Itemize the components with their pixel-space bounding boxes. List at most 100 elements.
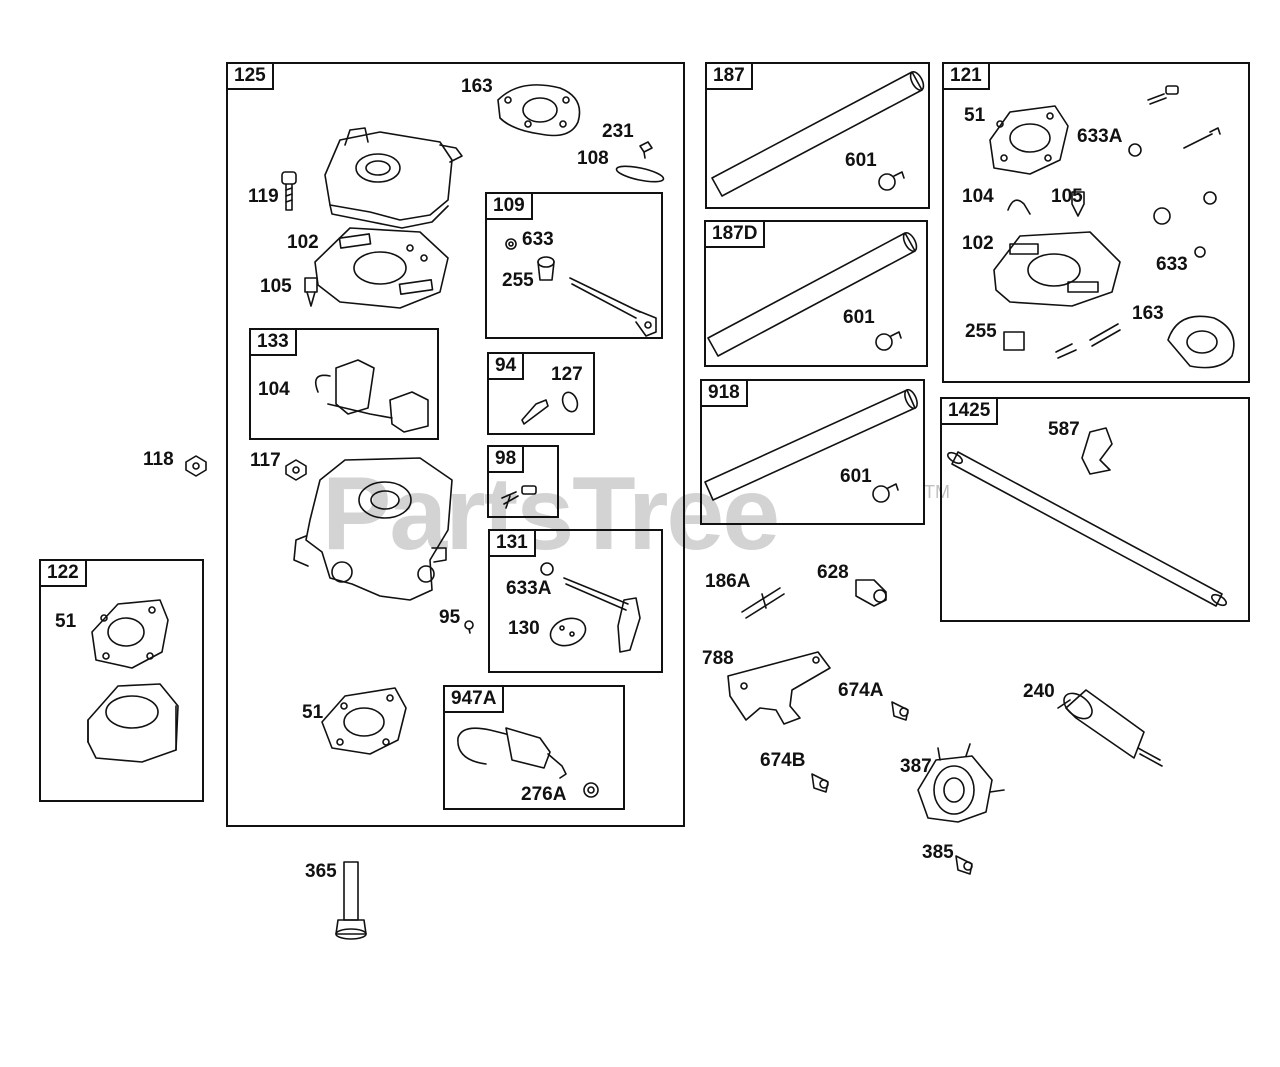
group-98: 98 — [487, 445, 559, 518]
watermark-tm: TM — [924, 482, 950, 502]
callout-104: 104 — [258, 379, 290, 400]
callout-108: 108 — [577, 148, 609, 169]
bolt-365-drawing — [335, 861, 367, 940]
group-133: 133 — [249, 328, 439, 440]
callout-601-a: 601 — [845, 150, 877, 171]
watermark: PartsTree — [322, 456, 780, 572]
carb-top-drawing — [324, 127, 463, 229]
callout-788: 788 — [702, 648, 734, 669]
group-918-tag: 918 — [700, 379, 748, 407]
group-122-tag: 122 — [39, 559, 87, 587]
bracket-788-drawing — [727, 651, 831, 725]
group-122: 122 — [39, 559, 204, 802]
choke-131-drawing — [540, 562, 641, 653]
group-187d-tag: 187D — [704, 220, 766, 248]
group-1425-tag: 1425 — [940, 397, 999, 425]
callout-163-kit: 163 — [1132, 303, 1164, 324]
callout-102-kit: 102 — [962, 233, 994, 254]
pump-387-drawing — [917, 743, 1005, 823]
group-947a-tag: 947A — [443, 685, 505, 713]
kit-121-drawing — [989, 85, 1235, 369]
callout-255: 255 — [502, 270, 534, 291]
callout-628: 628 — [817, 562, 849, 583]
callout-255-kit: 255 — [965, 321, 997, 342]
washer-633-drawing — [505, 238, 517, 250]
group-187-tag: 187 — [705, 62, 753, 90]
group-125-tag: 125 — [226, 62, 274, 90]
callout-130: 130 — [508, 618, 540, 639]
group-121-tag: 121 — [942, 62, 990, 90]
hose-187d-drawing — [707, 232, 918, 357]
group-98-tag: 98 — [487, 445, 525, 473]
screw-98-drawing — [501, 485, 537, 509]
group-187d: 187D — [704, 220, 928, 367]
gasket-102-drawing — [314, 227, 449, 309]
callout-102: 102 — [287, 232, 319, 253]
callout-51-mid: 51 — [302, 702, 324, 723]
spacer-122-drawing — [87, 683, 179, 763]
hose-187-drawing — [711, 71, 925, 197]
gasket-51-left-drawing — [91, 599, 169, 669]
bushing-255-drawing — [537, 256, 555, 281]
callout-231: 231 — [602, 121, 634, 142]
plug-628-drawing — [855, 579, 887, 607]
group-109: 109 — [485, 192, 663, 339]
callout-51-kit: 51 — [964, 105, 986, 126]
float-133-drawing — [314, 359, 429, 433]
callout-104-kit: 104 — [962, 186, 994, 207]
hose-918-drawing — [704, 388, 918, 501]
group-187: 187 — [705, 62, 930, 209]
group-109-tag: 109 — [485, 192, 533, 220]
callout-633-kit: 633 — [1156, 254, 1188, 275]
callout-105-kit: 105 — [1051, 186, 1083, 207]
callout-118: 118 — [143, 449, 174, 470]
bolt-674a-drawing — [891, 701, 909, 721]
gasket-163-drawing — [497, 84, 581, 137]
callout-186a: 186A — [705, 571, 751, 592]
callout-105: 105 — [260, 276, 292, 297]
carb-body-drawing — [293, 457, 453, 601]
solenoid-947a-drawing — [457, 727, 599, 798]
filter-240-drawing — [1057, 689, 1163, 767]
group-94: 94 — [487, 352, 595, 435]
group-918: 918 — [700, 379, 925, 525]
plate-108-drawing — [615, 165, 665, 183]
callout-163: 163 — [461, 76, 493, 97]
tube-1425-drawing — [946, 427, 1228, 607]
group-133-tag: 133 — [249, 328, 297, 356]
plug-117-drawing — [285, 459, 307, 481]
group-1425: 1425 — [940, 397, 1250, 622]
bolt-674b-drawing — [811, 773, 829, 793]
callout-674a: 674A — [838, 680, 884, 701]
plug-118-drawing — [185, 455, 207, 477]
needle-94-drawing — [521, 391, 579, 425]
callout-385: 385 — [922, 842, 954, 863]
callout-633a-kit: 633A — [1077, 126, 1123, 147]
callout-601-c: 601 — [840, 466, 872, 487]
callout-276a: 276A — [521, 784, 567, 805]
callout-365: 365 — [305, 861, 337, 882]
callout-633a: 633A — [506, 578, 552, 599]
clamp-601-a-drawing — [878, 171, 905, 191]
gasket-51-mid-drawing — [321, 687, 407, 755]
group-94-tag: 94 — [487, 352, 525, 380]
callout-95: 95 — [439, 607, 461, 628]
fitting-186a-drawing — [741, 587, 785, 619]
valve-105-drawing — [304, 277, 318, 307]
bolt-385-drawing — [955, 855, 973, 875]
callout-240: 240 — [1023, 681, 1055, 702]
callout-387: 387 — [900, 756, 932, 777]
callout-127: 127 — [551, 364, 583, 385]
callout-119: 119 — [248, 186, 279, 207]
clamp-601-c-drawing — [872, 483, 899, 503]
callout-674b: 674B — [760, 750, 806, 771]
callout-633: 633 — [522, 229, 554, 250]
group-947a: 947A — [443, 685, 625, 810]
screw-95-drawing — [464, 620, 474, 634]
callout-601-b: 601 — [843, 307, 875, 328]
group-131: 131 — [488, 529, 663, 673]
screw-231-drawing — [639, 141, 653, 159]
group-131-tag: 131 — [488, 529, 536, 557]
